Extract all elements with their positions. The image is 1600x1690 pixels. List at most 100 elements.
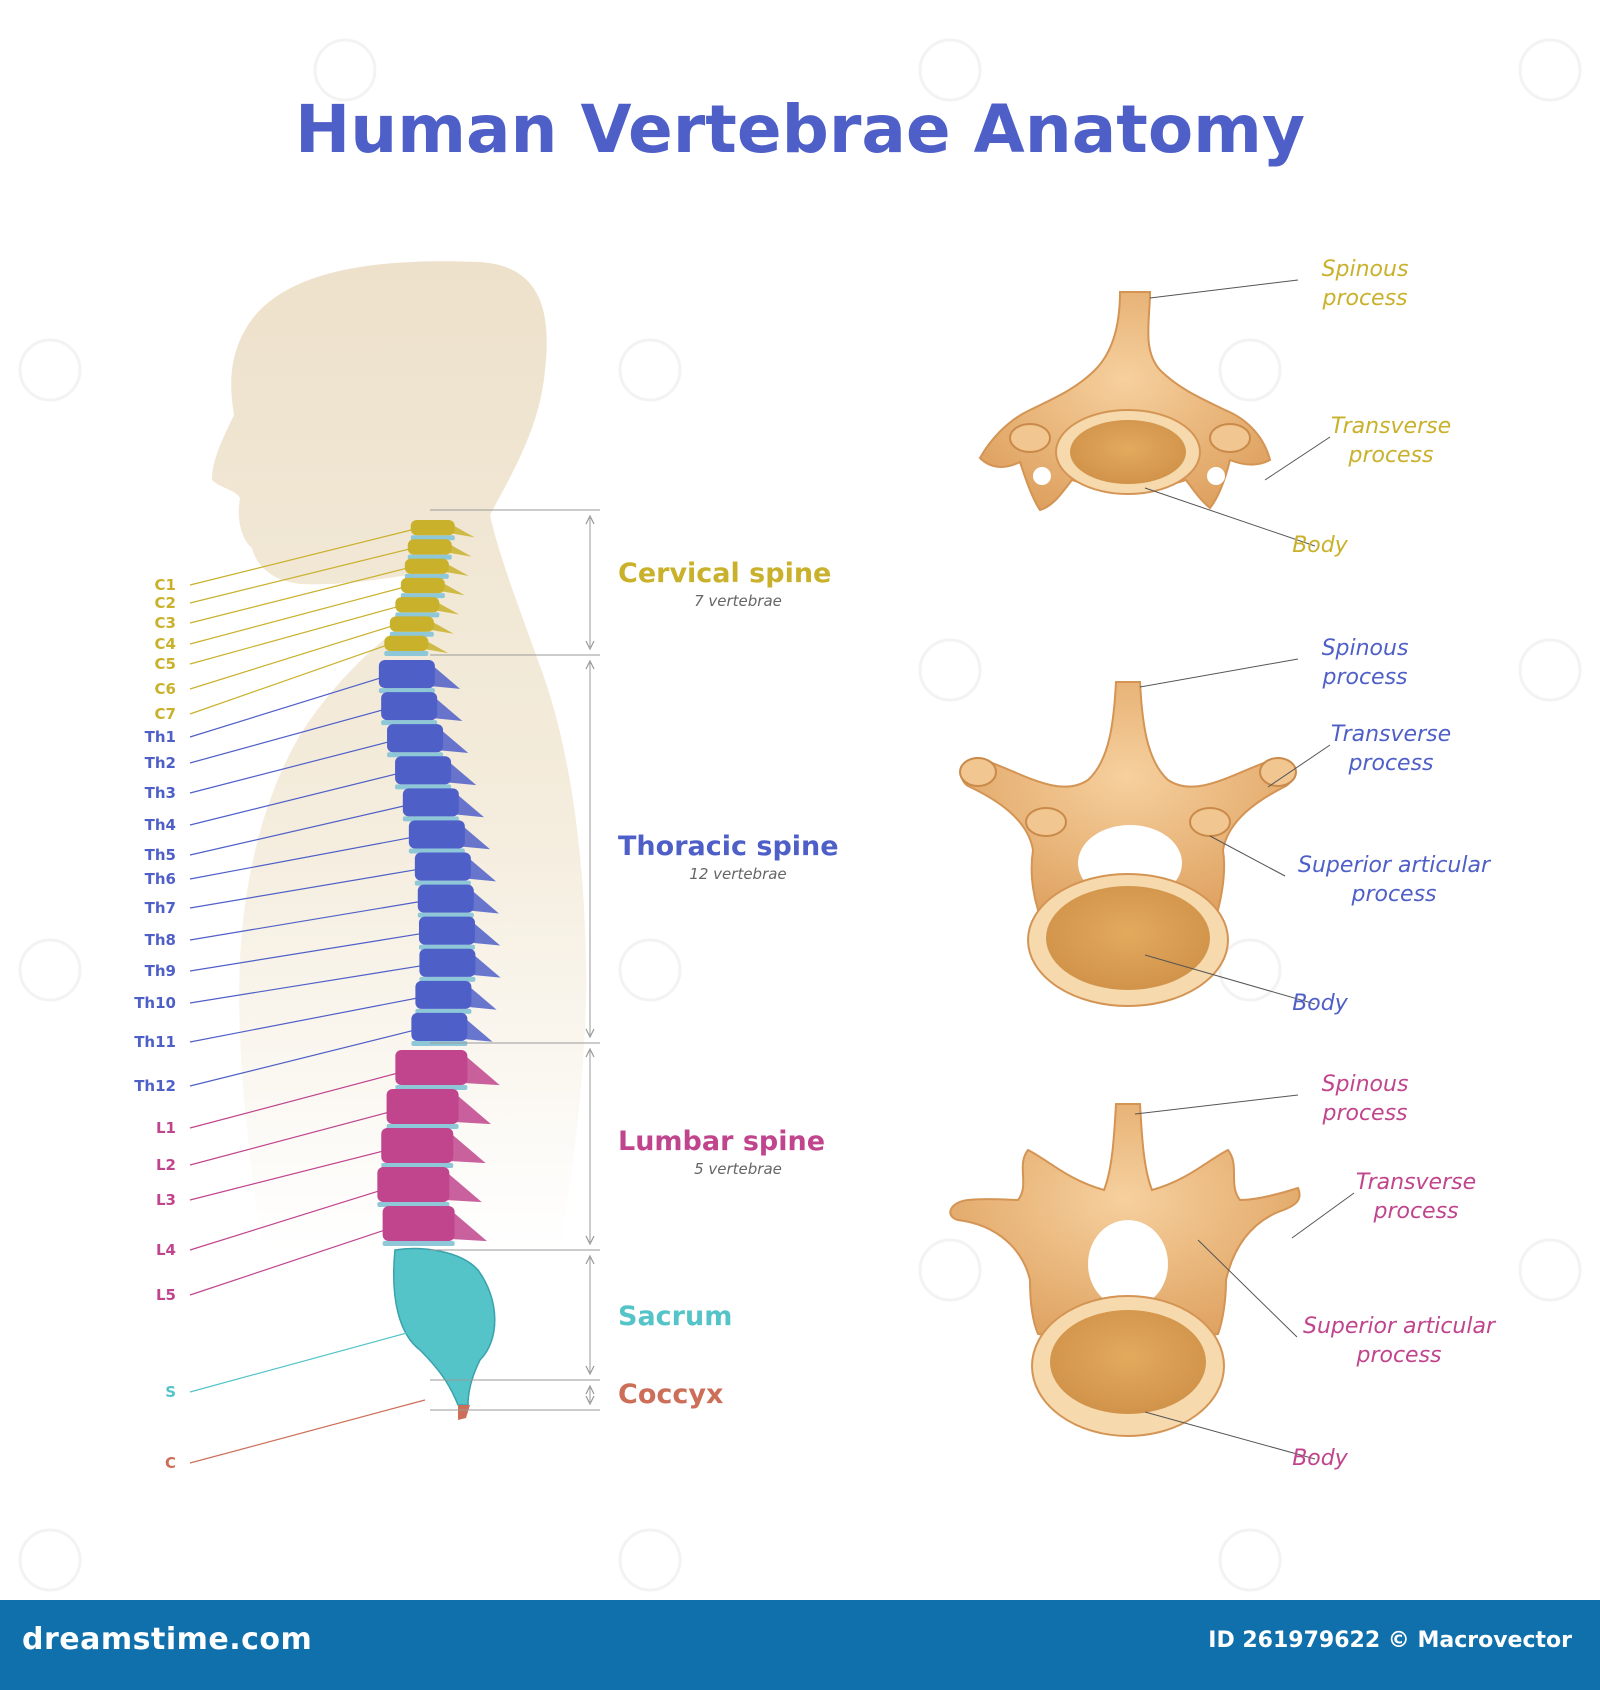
- vertebra-label: C6: [155, 680, 176, 698]
- thoracic-disc: [419, 976, 476, 982]
- thoracic-vertebra-section: [959, 681, 1297, 1007]
- watermark: [18, 38, 1582, 1592]
- vertebra-leader-line: [189, 771, 404, 826]
- part-leader-line: [1267, 744, 1331, 788]
- vertebra-label: L1: [156, 1119, 176, 1137]
- vertebra-leader-line: [189, 739, 396, 794]
- thoracic-spinous-process: [454, 792, 485, 818]
- cervical-facet-left: [1009, 423, 1051, 453]
- thoracic-spinous-process: [430, 664, 461, 689]
- vertebra-label: Th6: [145, 870, 176, 888]
- coccyx-bone: [458, 1405, 470, 1420]
- lumbar-disc: [381, 1163, 454, 1168]
- vertebra-label: C1: [155, 576, 176, 594]
- cervical-foramen-left: [1033, 467, 1051, 485]
- part-leader-line: [1134, 1094, 1299, 1115]
- vertebra-leader-line: [189, 1224, 399, 1296]
- lumbar-vertebra: [381, 1128, 454, 1163]
- cervical-facet-right: [1209, 423, 1251, 453]
- lumbar-vertebra-section: [949, 1103, 1301, 1437]
- vertebra-label: L2: [156, 1156, 176, 1174]
- vertebra-label: Th1: [145, 728, 176, 746]
- vertebra-label: C5: [155, 655, 176, 673]
- lumbar-spinous-process: [463, 1054, 500, 1086]
- lumbar-vertebra: [386, 1089, 459, 1124]
- thoracic-body-core: [1046, 886, 1210, 990]
- region-name: Lumbar spine: [618, 1126, 825, 1157]
- thoracic-vertebra: [417, 884, 474, 913]
- thoracic-articular-facet-left: [1025, 807, 1067, 837]
- vertebra-label: Th5: [145, 846, 176, 864]
- vertebra-leader-line: [189, 1028, 420, 1087]
- part-leader-line: [1144, 487, 1316, 547]
- vertebra-leader-line: [189, 529, 413, 586]
- cervical-disc: [410, 535, 455, 541]
- vertebra-label: S: [165, 1383, 176, 1401]
- vertebra-leader-line: [189, 964, 428, 1004]
- vertebra-label: Th8: [145, 931, 176, 949]
- thoracic-disc: [378, 688, 435, 694]
- vertebra-leader-line: [189, 1327, 426, 1393]
- lumbar-vertebra: [382, 1206, 455, 1241]
- vertebra-leader-line: [189, 675, 388, 738]
- thoracic-vertebra: [402, 788, 459, 817]
- thoracic-vertebra: [378, 660, 435, 689]
- region-name: Sacrum: [618, 1301, 732, 1332]
- part-label: Body: [1292, 991, 1349, 1016]
- vertebra-label: L3: [156, 1191, 176, 1209]
- vertebra-leader-line: [189, 1107, 403, 1166]
- part-label: Body: [1292, 533, 1349, 558]
- vertebra-leader-line: [189, 1146, 398, 1201]
- part-leader-line: [1264, 436, 1331, 481]
- thoracic-disc: [418, 944, 475, 950]
- vertebra-label: Th4: [145, 816, 176, 834]
- part-leader-line: [1139, 658, 1299, 688]
- cervical-vertebra: [384, 635, 429, 651]
- thoracic-articular-facet-right: [1189, 807, 1231, 837]
- cervical-spinous-process: [450, 524, 475, 538]
- cervical-disc: [404, 573, 449, 579]
- thoracic-spinous-process: [471, 952, 501, 978]
- cervical-spinous-process: [424, 639, 449, 654]
- part-leader-line: [1197, 1239, 1298, 1338]
- vertebra-label: Th12: [134, 1077, 176, 1095]
- vertebra-leader-line: [189, 707, 390, 764]
- bracket-arrow: [585, 1254, 595, 1265]
- part-leader-line: [1144, 1411, 1316, 1460]
- bracket-arrow: [585, 1235, 595, 1246]
- thoracic-spinous-process: [433, 696, 463, 721]
- region-count: 7 vertebrae: [694, 592, 782, 610]
- vertebra-label: C: [165, 1454, 176, 1472]
- cervical-body-core: [1070, 420, 1186, 484]
- cervical-disc: [407, 554, 452, 560]
- lumbar-vertebra: [377, 1167, 450, 1202]
- vertebra-label: L4: [156, 1241, 176, 1259]
- thoracic-transverse-facet-left: [959, 757, 997, 787]
- region-count: 12 vertebrae: [689, 865, 786, 883]
- footer-bar: dreamstime.com ID 261979622 © Macrovecto…: [0, 1600, 1600, 1690]
- footer-brand[interactable]: dreamstime.com: [22, 1622, 313, 1657]
- cross-sections: [949, 291, 1301, 1437]
- vertebra-leader-line: [189, 625, 393, 690]
- lumbar-disc: [377, 1202, 450, 1207]
- vertebra-leader-line: [189, 996, 424, 1043]
- footer-credit: ID 261979622 © Macrovector: [1208, 1628, 1572, 1653]
- cervical-disc: [400, 593, 445, 599]
- part-leader-line: [1291, 1192, 1355, 1239]
- lumbar-body-core: [1050, 1310, 1206, 1414]
- vertebra-label: Th11: [134, 1033, 176, 1051]
- part-label: Body: [1292, 1446, 1349, 1471]
- cervical-disc: [384, 651, 429, 656]
- cervical-vertebra-section: [978, 291, 1272, 512]
- vertebra-leader-line: [189, 548, 410, 604]
- lumbar-spinous-process: [450, 1210, 488, 1242]
